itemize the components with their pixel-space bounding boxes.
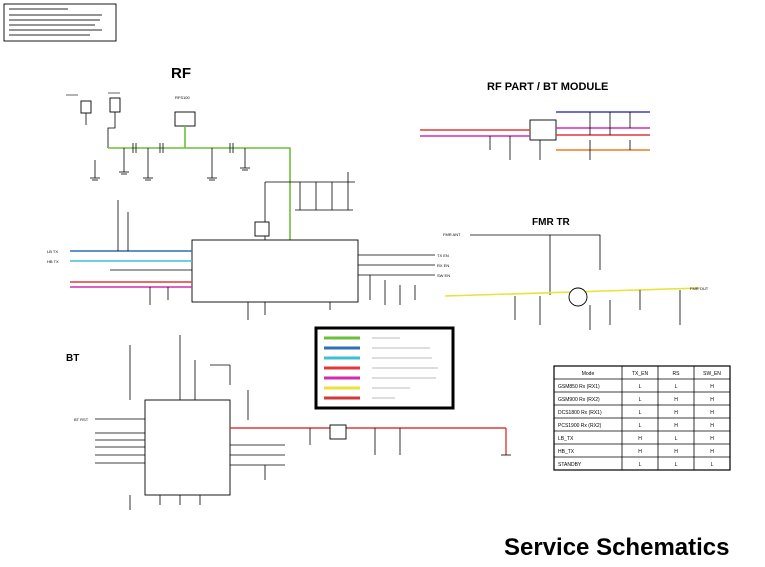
table-cell-value: L (639, 397, 642, 403)
bt-section: BT RST (74, 335, 511, 510)
table-cell-value: L (675, 462, 678, 468)
table-cell-value: L (639, 423, 642, 429)
table-header-sw-en: SW_EN (703, 371, 721, 377)
section-title-rf: RF (171, 65, 191, 82)
section-title-rf-bt: RF PART / BT MODULE (487, 81, 608, 93)
net-label-bt-rst: BT RST (74, 417, 89, 422)
bt-chip (144, 399, 231, 496)
rfs100-label: RFS100 (175, 95, 190, 100)
table-header-tx-en: TX_EN (632, 371, 649, 377)
net-label-sw-en: SW EN (437, 273, 450, 278)
footer-title: Service Schematics (504, 534, 729, 561)
table-cell-mode: GSM900 Rx (RX2) (558, 397, 600, 403)
table-cell-value: L (675, 436, 678, 442)
net-label-lb-tx: LB TX (47, 249, 58, 254)
table-cell-value: H (638, 436, 642, 442)
section-title-bt: BT (66, 353, 79, 364)
rf-section: RFS100 (47, 92, 450, 320)
table-cell-value: L (711, 462, 714, 468)
table-cell-value: H (674, 423, 678, 429)
table-cell-value: H (710, 423, 714, 429)
table-cell-value: H (710, 436, 714, 442)
table-cell-value: H (674, 410, 678, 416)
rf-path-green (108, 147, 291, 240)
bt-balun (329, 424, 347, 440)
color-legend (314, 326, 455, 410)
antenna-connector-2 (109, 97, 121, 113)
mode-table: Mode TX_EN RS SW_EN GSM850 Rx (RX1) L L H GS… (553, 365, 731, 471)
table-cell-value: H (710, 384, 714, 390)
table-cell-mode: DCS1800 Rx (RX1) (558, 410, 602, 416)
table-cell-value: H (638, 449, 642, 455)
ground-symbols-rf (90, 167, 250, 181)
table-cell-mode: PCS1900 Rx (RX2) (558, 423, 602, 429)
net-label-hb-tx: HB TX (47, 259, 59, 264)
table-cell-value: H (710, 410, 714, 416)
table-cell-mode: STANDBY (558, 462, 582, 468)
table-cell-mode: LB_TX (558, 436, 574, 442)
table-cell-value: L (639, 410, 642, 416)
net-label-rx-en: RX EN (437, 263, 449, 268)
table-cell-value: L (639, 462, 642, 468)
rf-transceiver-ic (191, 239, 359, 303)
table-cell-value: H (674, 397, 678, 403)
net-label-tx-en: TX EN (437, 253, 449, 258)
table-header-mode: Mode (582, 371, 595, 377)
table-cell-value: H (674, 449, 678, 455)
fmr-section: FMR ANT FMR OUT (443, 232, 709, 330)
fmr-transistor (568, 287, 588, 307)
net-label-fmr-ant: FMR ANT (443, 232, 461, 237)
table-cell-value: L (675, 384, 678, 390)
net-label-fmr-out: FMR OUT (690, 286, 709, 291)
rfs100-module (174, 111, 196, 127)
antenna-connector-1 (80, 100, 92, 114)
bt-module-block (529, 119, 557, 141)
title-block (3, 3, 117, 42)
table-cell-mode: GSM850 Rx (RX1) (558, 384, 600, 390)
table-cell-value: H (710, 449, 714, 455)
table-cell-value: L (639, 384, 642, 390)
section-title-fmr: FMR TR (532, 217, 571, 228)
table-header-rs: RS (673, 371, 681, 377)
table-cell-value: H (710, 397, 714, 403)
rf-bt-module-section (420, 111, 650, 160)
table-cell-mode: HB_TX (558, 449, 575, 455)
